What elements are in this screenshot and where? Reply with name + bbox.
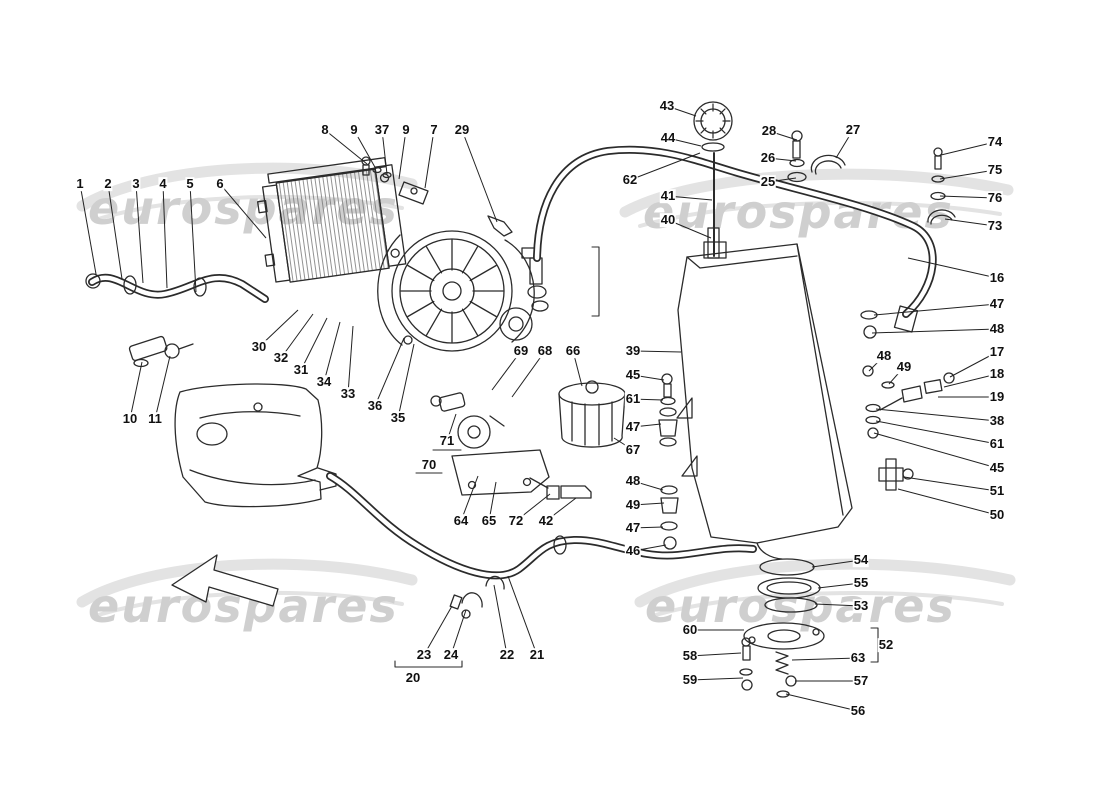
part-callout-61: 61	[624, 391, 642, 407]
part-callout-65: 65	[480, 513, 498, 529]
part-callout-45: 45	[624, 367, 642, 383]
part-callout-44: 44	[659, 130, 677, 146]
part-callout-64: 64	[452, 513, 470, 529]
part-callout-7: 7	[429, 122, 439, 138]
part-callout-19: 19	[988, 389, 1006, 405]
part-callout-58: 58	[681, 648, 699, 664]
part-callout-55: 55	[852, 575, 870, 591]
part-callout-50: 50	[988, 507, 1006, 523]
part-callout-37: 37	[373, 122, 391, 138]
part-callout-17: 17	[988, 344, 1006, 360]
part-callout-9: 9	[401, 122, 411, 138]
part-callout-49: 49	[624, 497, 642, 513]
part-callout-47: 47	[624, 520, 642, 536]
oil-filter	[558, 380, 626, 448]
direction-arrow	[171, 554, 279, 607]
part-callout-70: 70	[420, 457, 438, 473]
sump-pan	[174, 383, 337, 508]
part-callout-2: 2	[103, 176, 113, 192]
part-callout-60: 60	[681, 622, 699, 638]
part-callout-75: 75	[986, 162, 1004, 178]
part-callout-45: 45	[988, 460, 1006, 476]
part-callout-51: 51	[988, 483, 1006, 499]
part-callout-47: 47	[988, 296, 1006, 312]
part-callout-31: 31	[292, 362, 310, 378]
part-callout-3: 3	[131, 176, 141, 192]
part-callout-36: 36	[366, 398, 384, 414]
part-callout-39: 39	[624, 343, 642, 359]
part-callout-43: 43	[658, 98, 676, 114]
right-fittings-top	[787, 130, 956, 225]
part-callout-22: 22	[498, 647, 516, 663]
part-callout-48: 48	[624, 473, 642, 489]
part-callout-10: 10	[121, 411, 139, 427]
part-callout-46: 46	[624, 543, 642, 559]
group-brackets	[394, 246, 879, 668]
part-callout-56: 56	[849, 703, 867, 719]
tank-left-mount-stacks	[658, 373, 679, 550]
part-callout-34: 34	[315, 374, 333, 390]
part-callout-20: 20	[404, 670, 422, 686]
part-callout-35: 35	[389, 410, 407, 426]
part-callout-32: 32	[272, 350, 290, 366]
part-callout-42: 42	[537, 513, 555, 529]
part-callout-49: 49	[895, 359, 913, 375]
part-callout-59: 59	[681, 672, 699, 688]
part-callout-9: 9	[349, 122, 359, 138]
part-callout-41: 41	[659, 188, 677, 204]
part-callout-57: 57	[852, 673, 870, 689]
part-callout-72: 72	[507, 513, 525, 529]
part-callout-8: 8	[320, 122, 330, 138]
part-callout-21: 21	[528, 647, 546, 663]
part-callout-52: 52	[877, 637, 895, 653]
part-callout-25: 25	[759, 174, 777, 190]
part-callout-48: 48	[875, 348, 893, 364]
part-callout-18: 18	[988, 366, 1006, 382]
part-callout-38: 38	[988, 413, 1006, 429]
part-callout-1: 1	[75, 176, 85, 192]
oil-tank	[676, 241, 853, 560]
part-callout-53: 53	[852, 598, 870, 614]
part-callout-61: 61	[988, 436, 1006, 452]
part-callout-62: 62	[621, 172, 639, 188]
part-callout-6: 6	[215, 176, 225, 192]
part-callout-69: 69	[512, 343, 530, 359]
leader-lines	[79, 105, 998, 712]
part-callout-16: 16	[988, 270, 1006, 286]
lower-hose	[326, 472, 757, 580]
part-callout-74: 74	[986, 134, 1004, 150]
part-callout-66: 66	[564, 343, 582, 359]
part-callout-73: 73	[986, 218, 1004, 234]
part-callout-23: 23	[415, 647, 433, 663]
part-callout-76: 76	[986, 190, 1004, 206]
part-callout-67: 67	[624, 442, 642, 458]
watermark-text: eurospares	[643, 185, 954, 239]
part-callout-24: 24	[442, 647, 460, 663]
part-callout-26: 26	[759, 150, 777, 166]
part-callout-63: 63	[849, 650, 867, 666]
part-callout-71: 71	[438, 433, 456, 449]
part-callout-5: 5	[185, 176, 195, 192]
part-callout-28: 28	[760, 123, 778, 139]
pump-assembly	[430, 392, 550, 496]
part-callout-68: 68	[536, 343, 554, 359]
part-callout-11: 11	[147, 411, 163, 427]
part-callout-30: 30	[250, 339, 268, 355]
part-callout-4: 4	[158, 176, 168, 192]
part-callout-27: 27	[844, 122, 862, 138]
part-callout-47: 47	[624, 419, 642, 435]
part-callout-33: 33	[339, 386, 357, 402]
left-hose	[85, 273, 269, 303]
part-callout-48: 48	[988, 321, 1006, 337]
part-callout-54: 54	[852, 552, 870, 568]
fan-and-clutch	[377, 230, 535, 352]
upper-hose	[533, 145, 937, 333]
part-callout-40: 40	[659, 212, 677, 228]
part-callout-29: 29	[453, 122, 471, 138]
connector	[529, 477, 592, 500]
